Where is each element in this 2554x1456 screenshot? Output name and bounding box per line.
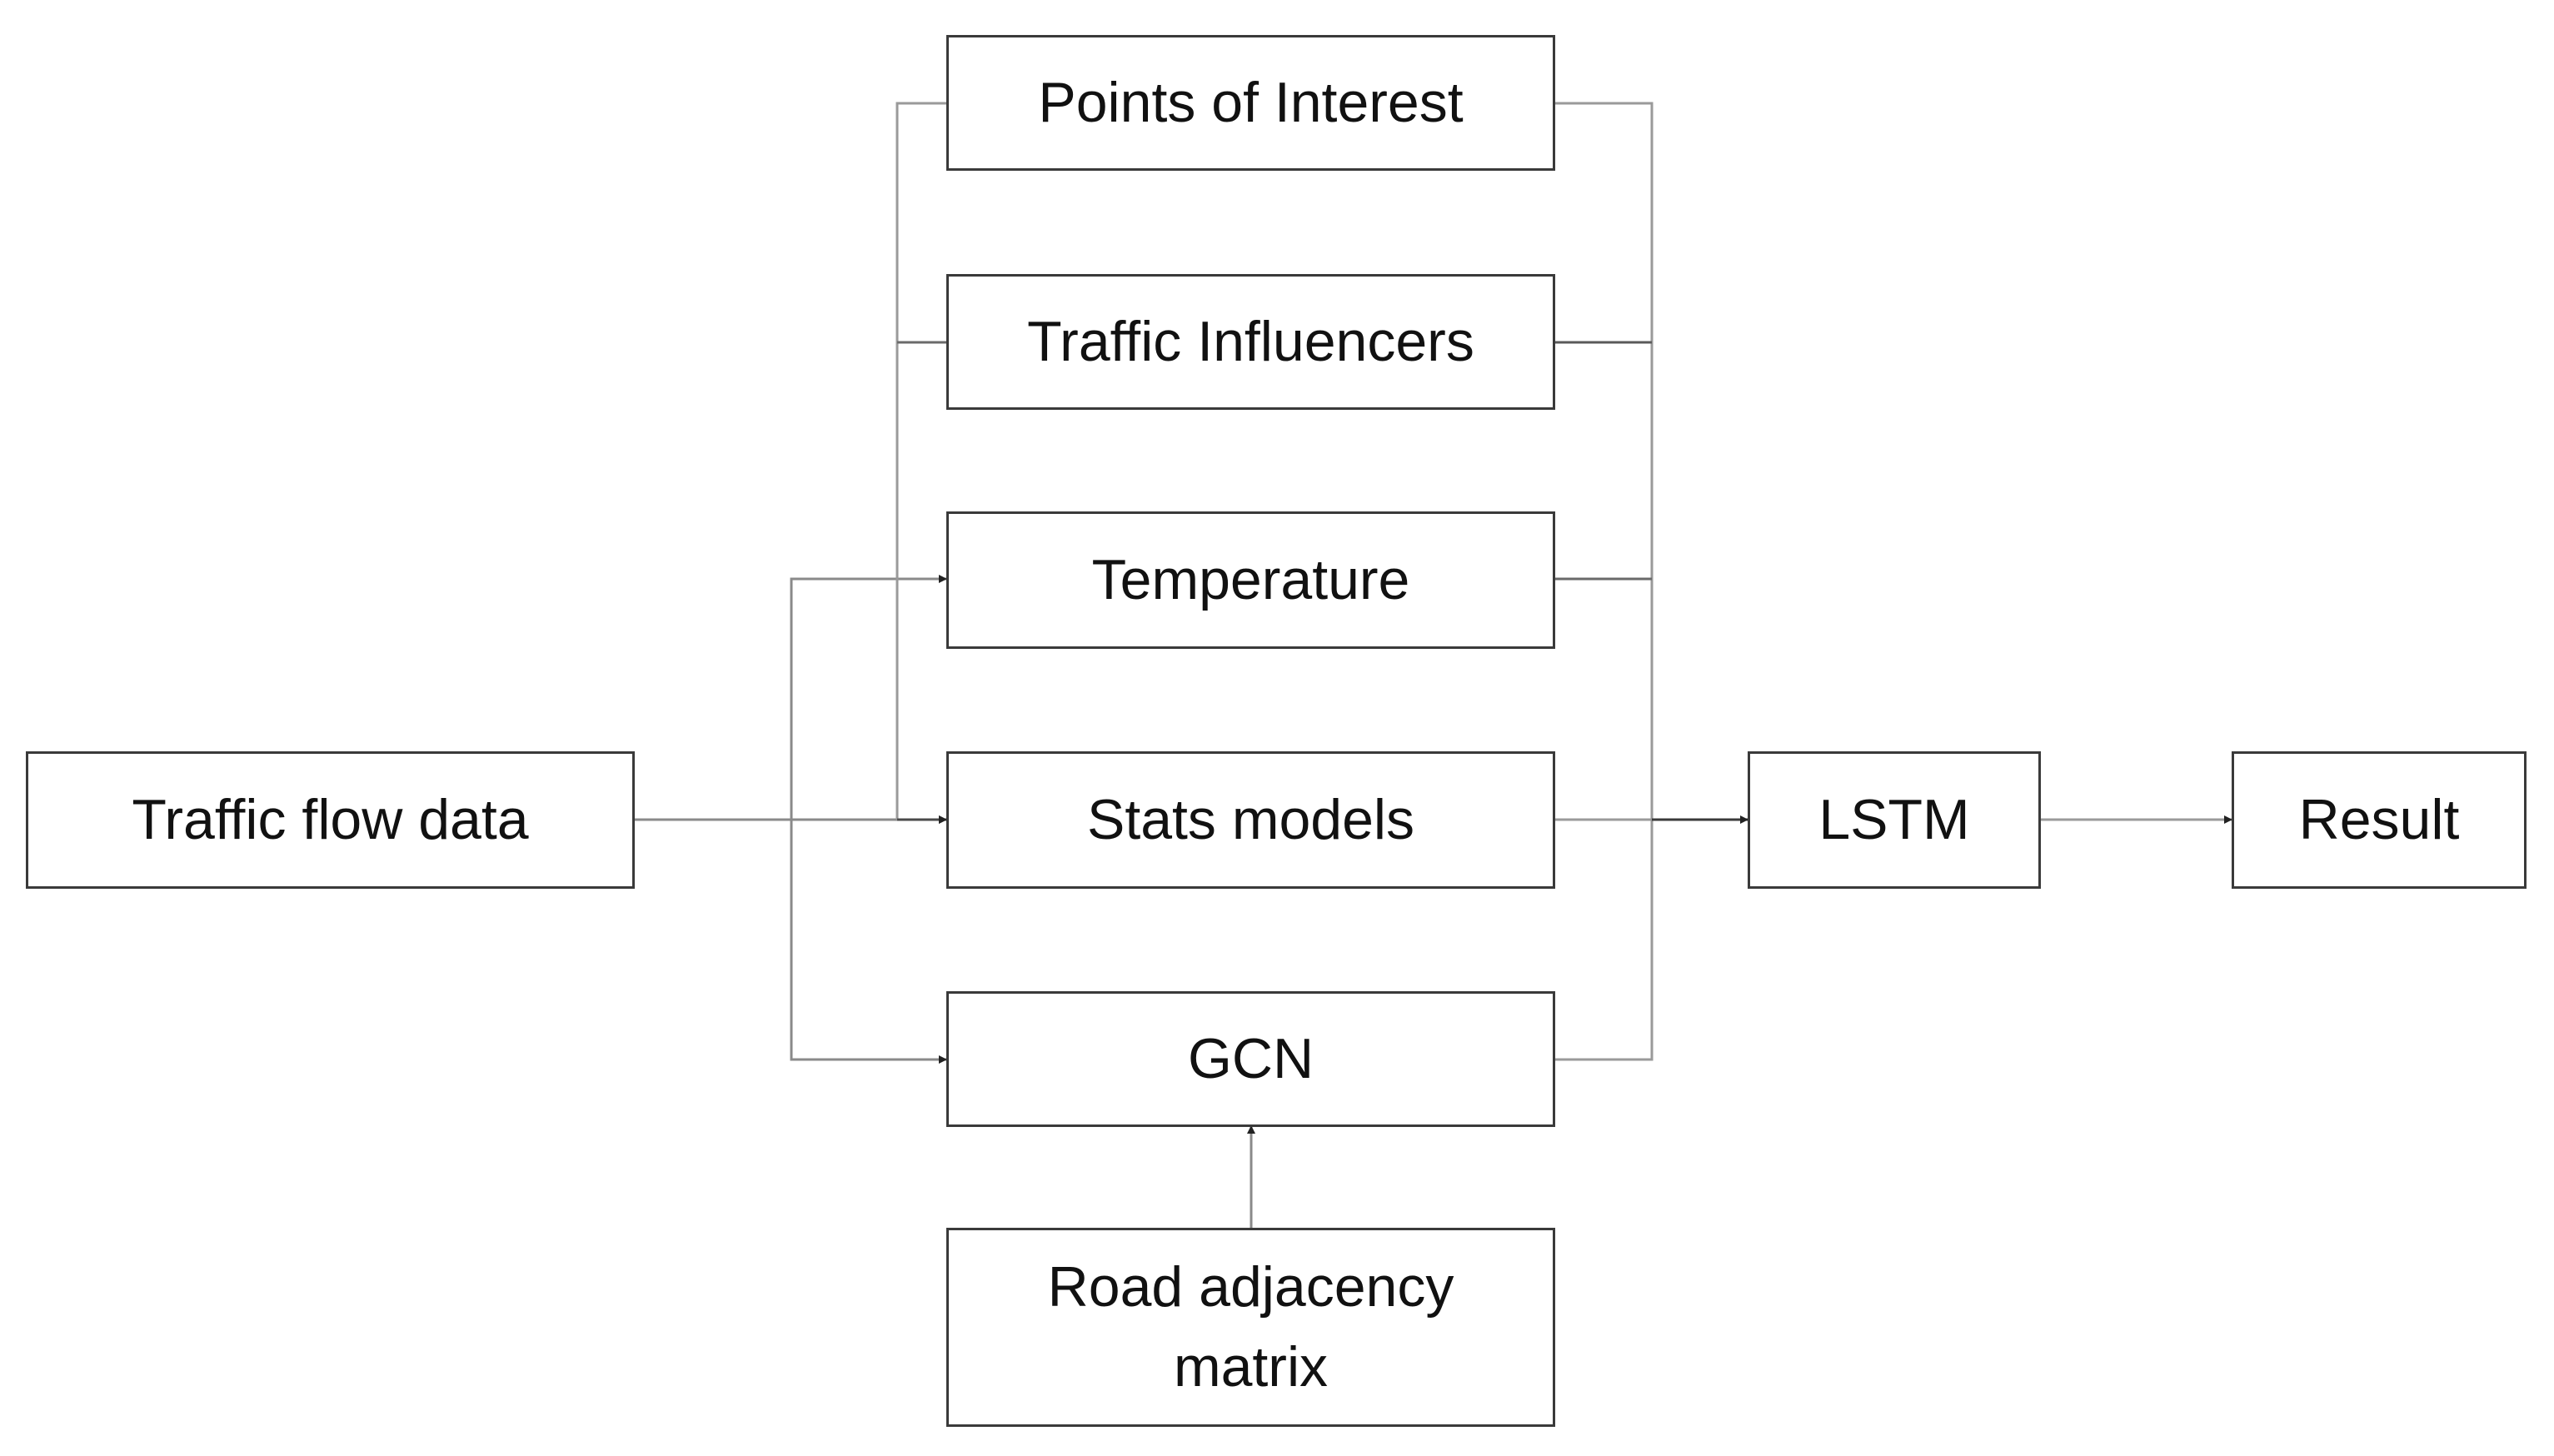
traffic-influencers-box: Traffic Influencers: [946, 274, 1555, 410]
gcn-box: GCN: [946, 991, 1555, 1127]
road-adjacency-matrix-box: Road adjacency matrix: [946, 1228, 1555, 1427]
stats-models-box: Stats models: [946, 751, 1555, 889]
temperature-box: Temperature: [946, 511, 1555, 649]
gcn-label: GCN: [1187, 1026, 1314, 1090]
stats-models-label: Stats models: [1086, 787, 1415, 851]
edge-poi-right: [1555, 102, 1654, 1061]
lstm-label: LSTM: [1818, 787, 1970, 851]
result-label: Result: [2298, 787, 2460, 851]
traffic-influencers-label: Traffic Influencers: [1027, 309, 1474, 373]
temperature-label: Temperature: [1091, 547, 1410, 611]
edge-traffic-bus: [790, 575, 947, 820]
road-adjacency-label-line2: matrix: [1173, 1334, 1329, 1399]
lstm-box: LSTM: [1748, 751, 2041, 889]
points-of-interest-label: Points of Interest: [1038, 70, 1464, 134]
edge-poi-left: [895, 102, 946, 820]
points-of-interest-box: Points of Interest: [946, 35, 1555, 171]
road-adjacency-label-line1: Road adjacency: [1047, 1255, 1454, 1319]
traffic-flow-data-label: Traffic flow data: [132, 787, 529, 851]
traffic-flow-data-box: Traffic flow data: [26, 751, 635, 889]
edge-traffic-to-gcn: [790, 820, 947, 1064]
result-box: Result: [2232, 751, 2527, 889]
